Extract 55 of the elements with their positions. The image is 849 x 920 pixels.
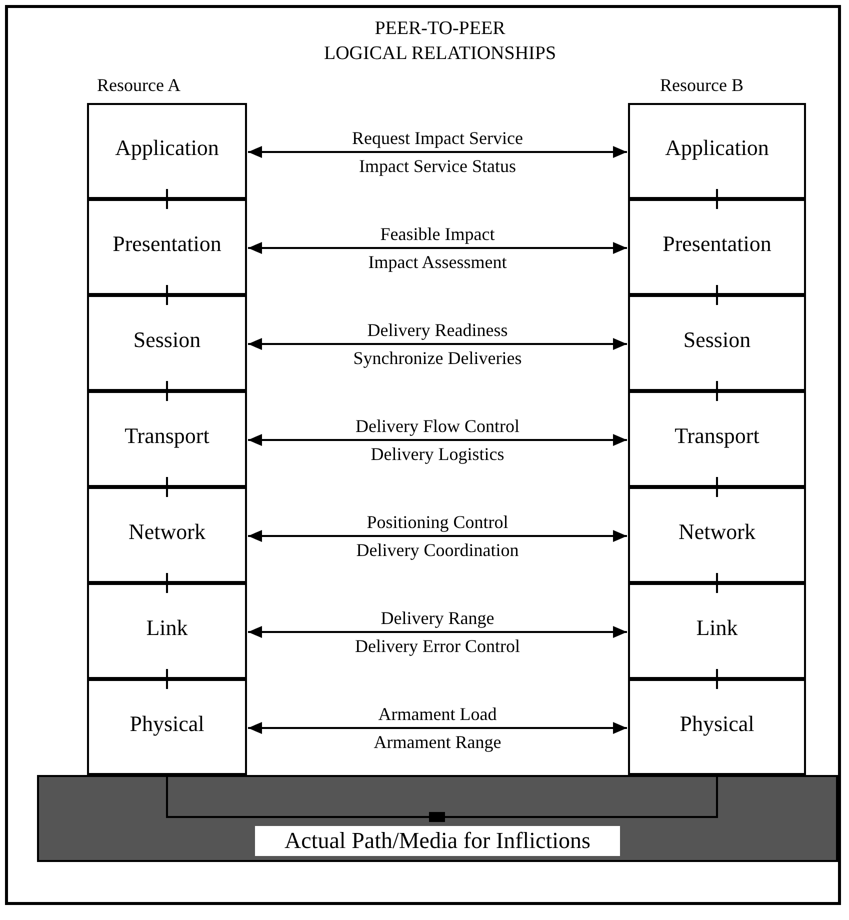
layer-name: Network: [128, 518, 206, 546]
diagram-title: PEER-TO-PEER LOGICAL RELATIONSHIPS: [322, 17, 558, 66]
layer-box: [87, 487, 247, 583]
connector-line: [166, 669, 168, 689]
layer-name: Transport: [124, 422, 210, 450]
connector-line: [166, 189, 168, 209]
layer-name: Application: [665, 134, 769, 162]
double-arrow: [248, 242, 627, 254]
column-heading: Resource B: [660, 74, 744, 97]
layer-name: Session: [683, 326, 751, 354]
layer-box: [87, 199, 247, 295]
connector-line: [166, 477, 168, 497]
layer-box: [628, 583, 806, 679]
layer-box: [628, 679, 806, 775]
layer-name: Physical: [130, 710, 204, 738]
layer-name: Network: [678, 518, 756, 546]
layer-box: [87, 679, 247, 775]
connector-line: [716, 285, 718, 305]
layer-name: Session: [133, 326, 201, 354]
layer-name: Transport: [674, 422, 760, 450]
layer-box: [87, 391, 247, 487]
column-heading: Resource A: [97, 74, 180, 97]
layer-box: [87, 583, 247, 679]
connector-line: [445, 775, 718, 818]
layer-box: [87, 295, 247, 391]
layer-box: [628, 199, 806, 295]
connector-line: [716, 669, 718, 689]
double-arrow: [248, 626, 627, 638]
double-arrow: [248, 146, 627, 158]
connector-line: [166, 285, 168, 305]
band-caption: Actual Path/Media for Inflictions: [254, 826, 620, 856]
layer-box: [628, 487, 806, 583]
layer-name: Presentation: [662, 230, 772, 258]
connector-line: [716, 381, 718, 401]
connector-line: [716, 477, 718, 497]
layer-name: Application: [115, 134, 219, 162]
double-arrow: [248, 722, 627, 734]
connector-line: [166, 775, 429, 818]
layer-box: [628, 103, 806, 199]
connector-line: [716, 573, 718, 593]
junction-mark: [429, 812, 445, 822]
media-band: [37, 775, 838, 862]
connector-line: [166, 573, 168, 593]
layer-box: [87, 103, 247, 199]
double-arrow: [248, 338, 627, 350]
layer-box: [628, 295, 806, 391]
layer-name: Presentation: [112, 230, 222, 258]
double-arrow: [248, 530, 627, 542]
connector-line: [166, 381, 168, 401]
double-arrow: [248, 434, 627, 446]
layer-name: Link: [146, 614, 188, 642]
layer-name: Physical: [680, 710, 754, 738]
connector-line: [716, 189, 718, 209]
layer-name: Link: [696, 614, 738, 642]
layer-box: [628, 391, 806, 487]
